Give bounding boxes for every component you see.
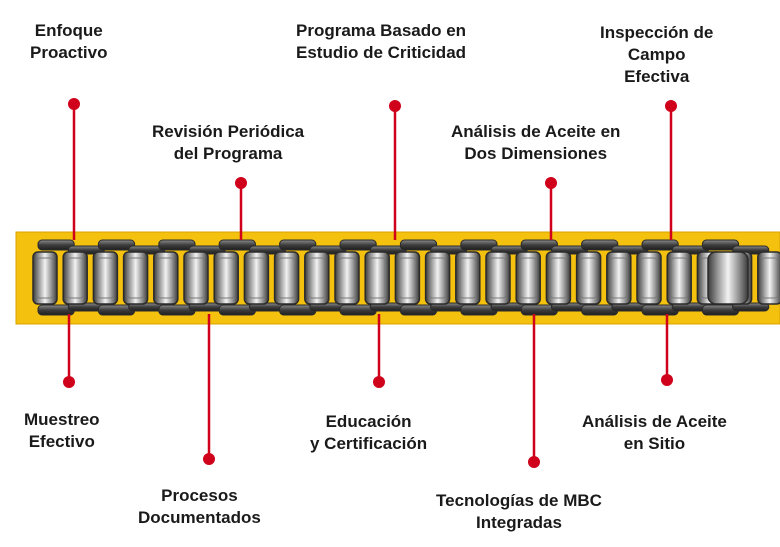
chain-roller-inner	[580, 257, 598, 299]
chain-roller	[62, 251, 88, 305]
chain-roller	[243, 251, 270, 305]
chain-roller-inner	[429, 257, 447, 299]
chain-roller	[122, 251, 149, 305]
chain-roller-inner	[217, 257, 235, 299]
chain-roller-inner	[187, 257, 205, 299]
chain-roller	[757, 251, 780, 305]
connector-programa-criticidad-dot	[389, 100, 401, 112]
chain-roller	[455, 251, 481, 305]
connector-analisis-sitio-dot	[661, 374, 673, 386]
chain-plate-top	[460, 239, 498, 251]
chain-roller	[273, 251, 300, 305]
roller-chain	[32, 239, 780, 316]
chain-roller	[153, 251, 179, 305]
label-analisis-dos-dimensiones: Análisis de Aceite en Dos Dimensiones	[451, 122, 621, 163]
chain-roller	[606, 251, 632, 305]
chain-plate-top	[218, 239, 256, 251]
chain-roller	[636, 251, 662, 305]
chain-roller	[213, 251, 239, 305]
chain-plate-top	[701, 239, 740, 251]
chain-roller-inner	[610, 257, 628, 299]
label-educacion-certificacion: Educación y Certificación	[310, 412, 428, 453]
label-analisis-sitio: Análisis de Aceite en Sitio	[582, 412, 727, 453]
chain-roller-inner	[670, 257, 688, 299]
chain-roller-inner	[96, 257, 114, 299]
label-enfoque-proactivo: Enfoque Proactivo	[30, 21, 108, 62]
chain-roller	[92, 251, 119, 305]
chain-plate-top	[399, 239, 438, 251]
chain-roller-inner	[519, 257, 537, 299]
chain-roller	[32, 251, 58, 305]
label-programa-criticidad: Programa Basado en Estudio de Criticidad	[296, 21, 467, 62]
chain-roller-inner	[308, 257, 326, 299]
chain-roller	[364, 251, 390, 305]
connector-lines	[63, 98, 677, 468]
chain-roller	[424, 251, 451, 305]
chain-roller-inner	[338, 257, 356, 299]
connector-muestreo-efectivo-dot	[63, 376, 75, 388]
chain-roller-inner	[278, 257, 296, 299]
chain-roller	[485, 251, 511, 305]
chain-plate-top	[520, 239, 558, 251]
connector-educacion-certificacion-dot	[373, 376, 385, 388]
chain-roller	[183, 251, 209, 305]
chain-plate-top	[581, 239, 619, 251]
chain-roller-inner	[36, 257, 54, 299]
chain-roller-inner	[247, 257, 265, 299]
label-inspeccion-campo: Inspección de Campo Efectiva	[600, 23, 714, 86]
chain-roller-inner	[368, 257, 386, 299]
chain-roller	[515, 251, 541, 305]
chain-plate-top	[339, 239, 377, 251]
connector-tecnologias-mbc-dot	[528, 456, 540, 468]
label-procesos-documentados: Procesos Documentados	[138, 486, 261, 527]
chain-plate-top	[97, 239, 136, 251]
chain-roller	[545, 251, 572, 305]
chain-roller-inner	[459, 257, 477, 299]
label-revision-periodica: Revisión Periódica del Programa	[152, 122, 305, 163]
chain-roller-inner	[489, 257, 507, 299]
chain-roller-inner	[157, 257, 175, 299]
connector-procesos-documentados-dot	[203, 453, 215, 465]
chain-roller-inner	[761, 257, 779, 299]
chain-roller-inner	[66, 257, 84, 299]
chain-roller	[666, 251, 692, 305]
label-muestreo-efectivo: Muestreo Efectivo	[24, 410, 100, 451]
chain-roller-inner	[127, 257, 145, 299]
chain-plate-top	[279, 239, 317, 251]
connector-analisis-dos-dimensiones-dot	[545, 177, 557, 189]
chain-roller	[304, 251, 330, 305]
chain-roller-inner	[549, 257, 567, 299]
chain-roller	[334, 251, 360, 305]
chain-plate-top	[37, 239, 75, 251]
chain-roller	[575, 251, 602, 305]
chain-plate-top	[641, 239, 679, 251]
chain-end-link	[707, 251, 749, 305]
connector-enfoque-proactivo-dot	[68, 98, 80, 110]
chain-roller-inner	[640, 257, 658, 299]
connector-inspeccion-campo-dot	[665, 100, 677, 112]
chain-roller	[394, 251, 421, 305]
connector-revision-periodica-dot	[235, 177, 247, 189]
chain-roller-inner	[398, 257, 416, 299]
label-tecnologias-mbc: Tecnologías de MBC Integradas	[436, 491, 602, 532]
chain-plate-top	[158, 239, 196, 251]
